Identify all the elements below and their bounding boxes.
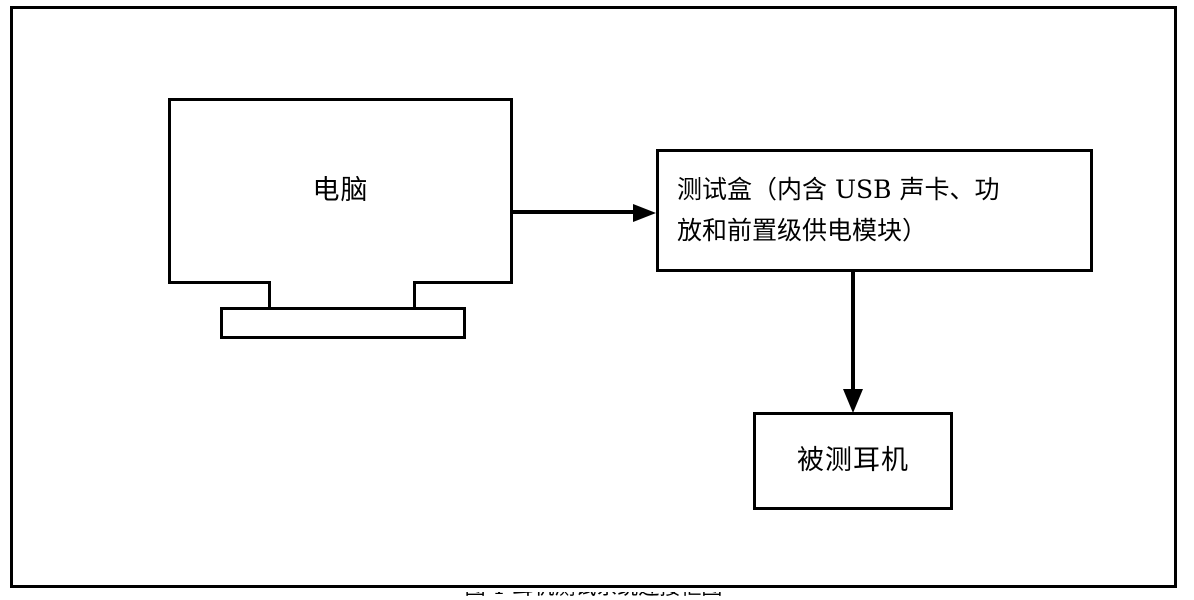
arrow-shaft	[851, 271, 855, 395]
arrow-shaft	[513, 210, 639, 214]
computer-monitor-neck	[268, 281, 416, 309]
figure-caption-text: 图 1 耳机测试系统连接框图	[10, 592, 1177, 598]
test-box-label-line1: 测试盒（内含 USB 声卡、功	[677, 175, 1000, 204]
test-box-label-line2: 放和前置级供电模块）	[677, 215, 928, 245]
device-under-test-node: 被测耳机	[753, 412, 953, 510]
device-under-test-label: 被测耳机	[797, 444, 909, 476]
test-box-node: 测试盒（内含 USB 声卡、功放和前置级供电模块）	[656, 149, 1093, 272]
test-box-label: 测试盒（内含 USB 声卡、功放和前置级供电模块）	[677, 170, 999, 251]
figure-frame: 电脑 测试盒（内含 USB 声卡、功放和前置级供电模块） 被测耳机	[10, 6, 1177, 588]
arrow-head-icon	[633, 204, 656, 222]
computer-monitor-screen: 电脑	[168, 98, 513, 284]
figure-caption-clipped: 图 1 耳机测试系统连接框图	[10, 592, 1177, 600]
arrow-head-icon	[843, 389, 863, 413]
computer-monitor-base	[220, 307, 466, 339]
computer-label: 电脑	[312, 174, 369, 206]
arrow-computer-to-test-box	[513, 204, 656, 222]
arrow-test-box-to-dut	[843, 271, 863, 413]
